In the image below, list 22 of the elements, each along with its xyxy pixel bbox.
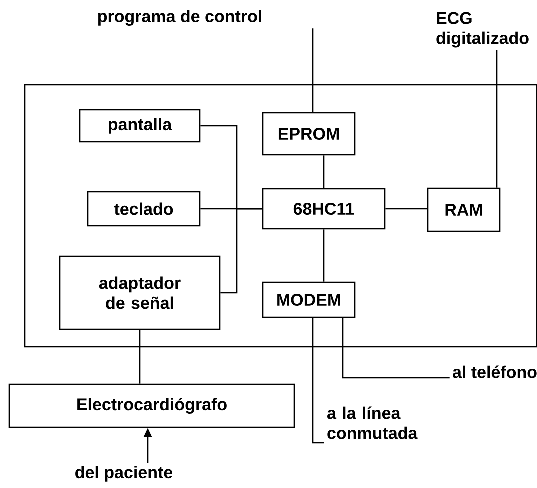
connector-line [312, 318, 324, 444]
block-box: adaptador de señal [59, 256, 221, 330]
block-box: EPROM [262, 112, 356, 156]
connector-line [342, 318, 450, 379]
connector-line [323, 230, 325, 282]
block-box: RAM [427, 188, 501, 232]
block-box: pantalla [79, 109, 201, 143]
caption-text: al teléfono [453, 366, 537, 378]
caption-text: a la línea conmutada [328, 406, 418, 440]
connector-line [312, 28, 314, 112]
block-box: MODEM [262, 282, 356, 318]
connector-line [323, 156, 325, 188]
connector-line [496, 50, 498, 188]
connector-line [139, 330, 141, 384]
connector-line [220, 208, 262, 294]
block-box: teclado [87, 191, 201, 227]
block-box: Electrocardiógrafo [8, 384, 296, 428]
caption-text: ECG digitalizado [436, 12, 529, 48]
caption-text: programa de control [98, 10, 262, 26]
caption-text: del paciente [76, 466, 173, 482]
connector-line [386, 208, 428, 210]
block-box: 68HC11 [262, 188, 386, 230]
